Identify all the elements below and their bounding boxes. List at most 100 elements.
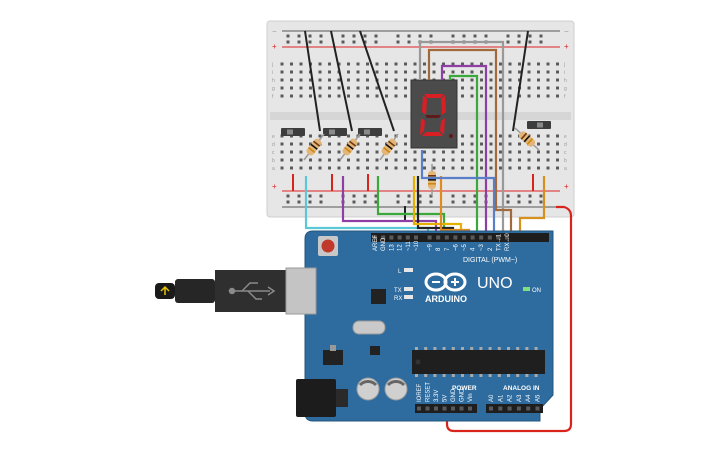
wire-pin4[interactable] (418, 40, 505, 244)
row-letter: g (272, 86, 275, 92)
pin-label: ~5 (462, 243, 468, 251)
header-pin[interactable] (397, 235, 402, 240)
rail-hole (528, 194, 532, 198)
header-pin[interactable] (436, 235, 441, 240)
hole (404, 150, 407, 154)
hole (556, 150, 559, 154)
header-pin[interactable] (434, 406, 438, 411)
hole (451, 158, 455, 162)
rail-hole (297, 40, 301, 44)
hole (499, 78, 502, 82)
plus-mark-bottom-left: + (272, 182, 277, 191)
header-pin[interactable] (462, 235, 466, 240)
header-pin[interactable] (417, 406, 421, 411)
rail-hole (506, 194, 510, 198)
hole (337, 86, 341, 90)
hole (451, 150, 455, 154)
header-pin[interactable] (405, 235, 410, 240)
rail-hole (407, 194, 411, 198)
hole (423, 62, 426, 66)
wire-pin5[interactable] (420, 150, 496, 244)
header-pin[interactable] (479, 235, 484, 240)
power-jack[interactable] (296, 379, 336, 417)
rx-label: RX (394, 296, 402, 302)
chip-pin (479, 347, 483, 350)
reset-button[interactable] (321, 239, 335, 253)
segment-b (441, 95, 446, 115)
pin-label: 4 (471, 247, 477, 251)
wire-5v[interactable] (445, 205, 573, 433)
slide-switch-4[interactable] (527, 121, 551, 129)
jumper-switch-3[interactable] (359, 30, 395, 132)
resistor-3[interactable] (379, 133, 399, 161)
display-body (410, 79, 458, 149)
wire-pin6[interactable] (440, 64, 488, 244)
header-pin[interactable] (414, 235, 418, 240)
hole (546, 142, 550, 146)
hole (280, 86, 284, 90)
hole (337, 166, 341, 170)
hole (537, 158, 540, 162)
slide-switch-2[interactable] (323, 128, 347, 136)
wire-pin7[interactable] (448, 74, 479, 244)
jumper-switch-2[interactable] (330, 30, 353, 132)
slide-switch-1[interactable] (281, 128, 305, 136)
hole (299, 62, 303, 66)
hole (413, 62, 417, 66)
led-l (404, 268, 413, 272)
header-pin[interactable] (453, 235, 458, 240)
hole (318, 134, 322, 138)
resistor-2[interactable] (339, 133, 361, 161)
header-pin[interactable] (496, 235, 501, 240)
header-pin[interactable] (470, 235, 475, 240)
resistor-4[interactable] (514, 127, 540, 151)
hole (546, 78, 550, 82)
header-pin[interactable] (487, 235, 492, 240)
rail-hole (374, 200, 378, 204)
jumper-switch-4[interactable] (512, 30, 529, 132)
chip-pin (442, 374, 446, 377)
hole (470, 78, 474, 82)
header-pin[interactable] (468, 406, 472, 411)
resistor-1[interactable] (303, 133, 325, 161)
header-pin[interactable] (451, 406, 455, 411)
hole (423, 166, 426, 170)
header-pin[interactable] (442, 406, 447, 411)
row-letter: b (272, 158, 275, 164)
hole (508, 94, 512, 98)
header-pin[interactable] (526, 406, 531, 411)
hole (366, 142, 369, 146)
hole (546, 134, 550, 138)
hole (328, 78, 331, 82)
header-pin[interactable] (498, 406, 503, 411)
header-pin[interactable] (505, 235, 509, 240)
wire-pin3[interactable] (427, 48, 513, 244)
led-on (523, 287, 530, 291)
header-pin[interactable] (535, 406, 540, 411)
hole (508, 78, 512, 82)
slide-switch-3[interactable] (358, 128, 382, 136)
hole (404, 158, 407, 162)
hole (451, 166, 455, 170)
header-pin[interactable] (427, 235, 432, 240)
header-pin[interactable] (516, 406, 521, 411)
header-pin[interactable] (425, 406, 430, 411)
hole (537, 78, 540, 82)
arduino-logo-text: ARDUINO (425, 294, 467, 304)
header-pin[interactable] (381, 235, 386, 240)
hole (461, 86, 464, 90)
hole (404, 62, 407, 66)
rail-hole (363, 40, 367, 44)
header-pin[interactable] (444, 235, 449, 240)
header-pin[interactable] (507, 406, 512, 411)
hole (489, 62, 493, 66)
header-pin[interactable] (373, 235, 377, 240)
header-pin[interactable] (389, 235, 394, 240)
header-pin[interactable] (489, 406, 493, 411)
jumper-switch-1[interactable] (304, 30, 321, 132)
hole (347, 94, 350, 98)
plus-mark-right: + (564, 42, 569, 51)
resistor-display-common[interactable] (428, 164, 436, 196)
header-pin[interactable] (459, 406, 464, 411)
hole (394, 158, 398, 162)
